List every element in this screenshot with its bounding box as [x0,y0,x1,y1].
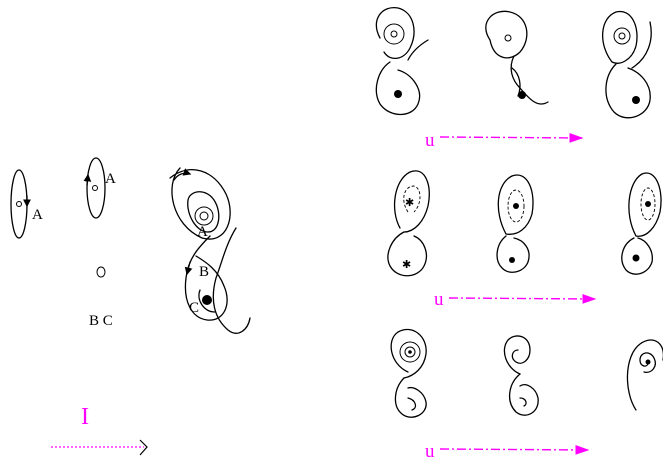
streak [631,21,652,69]
upper-ring [383,23,405,45]
upper-ring [613,27,631,45]
lower-loop [496,235,530,273]
panel-r1c1 [375,7,429,116]
lower-inner [511,67,521,97]
lower-loop [394,377,427,418]
vortex-c-core [202,295,212,305]
vortex-a-core [16,201,22,207]
lower-inner [407,397,417,411]
vortex-a-outline [86,157,106,219]
upper-loop [393,170,430,233]
label-a-2: A [105,171,116,187]
row-2: ✱ ✱ u [387,170,662,310]
panel-r3c1 [390,328,427,418]
panel-r2c1: ✱ ✱ [387,170,430,277]
lower-loop [387,231,428,277]
label-c-3: C [189,300,199,316]
main-flow-label: I [81,404,89,430]
label-a-1: A [32,207,43,223]
outer-spiral [626,339,663,411]
lower-inner-loop [198,289,216,313]
panel-r1c3 [601,10,652,119]
upper-star-core: ✱ [405,196,414,209]
lower-inner [519,397,527,407]
flow-line-row2 [448,294,597,304]
flow-arrow-row1: u [425,130,584,151]
outer-loop-arrow [173,168,192,181]
lower-core [394,90,402,98]
inner-core [199,211,209,221]
outer-loop [169,167,231,240]
vortex-bc-core [96,266,106,278]
lower-core [632,96,640,104]
flow-arrow-row2: u [434,289,597,310]
upper-dashed-ring [403,185,421,213]
stage-3: A B C [169,167,251,334]
upper-loop [375,7,415,59]
upper-dashed-ring [640,187,656,221]
lower-loop [605,63,651,119]
flow-line-row3 [439,445,590,455]
upper-loop [485,10,528,59]
upper-core [390,30,398,38]
flow-label-row2: u [434,289,444,310]
row-3: u [390,328,663,462]
label-a-3: A [197,224,208,240]
upper-loop [628,172,662,237]
panel-r1c2 [485,10,549,105]
panel-r2c3 [621,172,662,275]
row-1: u [375,7,652,151]
lower-star-core: ✱ [402,258,411,271]
upper-loop [601,10,638,64]
upper-spiral [503,335,531,375]
streak [407,39,429,61]
spiral-core [645,359,651,365]
flow-arrow-row3: u [425,441,590,462]
inner-ring [194,206,214,226]
lower-core [632,254,640,262]
flow-line-row1 [439,133,584,143]
flow-label-row3: u [425,441,435,462]
lower-loop [621,237,653,275]
main-flow-arrowhead [139,439,148,456]
upper-ring-inner [404,346,416,358]
lower-core [518,91,526,99]
upper-dashed-ring [507,189,525,223]
upper-loop [390,328,427,379]
upper-core [408,350,412,354]
main-flow-arrow: I [51,404,148,456]
upper-core [618,32,626,40]
vortex-a-outline [10,169,28,239]
panel-r3c2 [503,335,539,416]
stage-1: A [10,169,43,239]
inner-spiral [639,352,656,373]
lower-core [509,257,515,263]
lower-loop [510,55,549,105]
flow-label-row1: u [425,130,435,151]
upper-loop [497,174,534,235]
upper-core [645,201,651,207]
lower-loop-arrow [184,261,193,276]
panel-r3c3 [626,339,663,411]
upper-core [504,34,512,42]
panel-r2c2 [496,174,534,273]
stage-2: A B C [83,157,116,329]
label-bc: B C [89,313,113,329]
middle-loop [187,191,220,233]
tail-streak [212,227,251,334]
lower-loop [509,373,539,416]
vortex-a-core [92,185,98,191]
lower-loop [375,61,421,116]
label-b-3: B [199,264,209,280]
upper-core [513,203,519,209]
circulation-arrow [83,173,92,186]
upper-ring [399,341,421,363]
